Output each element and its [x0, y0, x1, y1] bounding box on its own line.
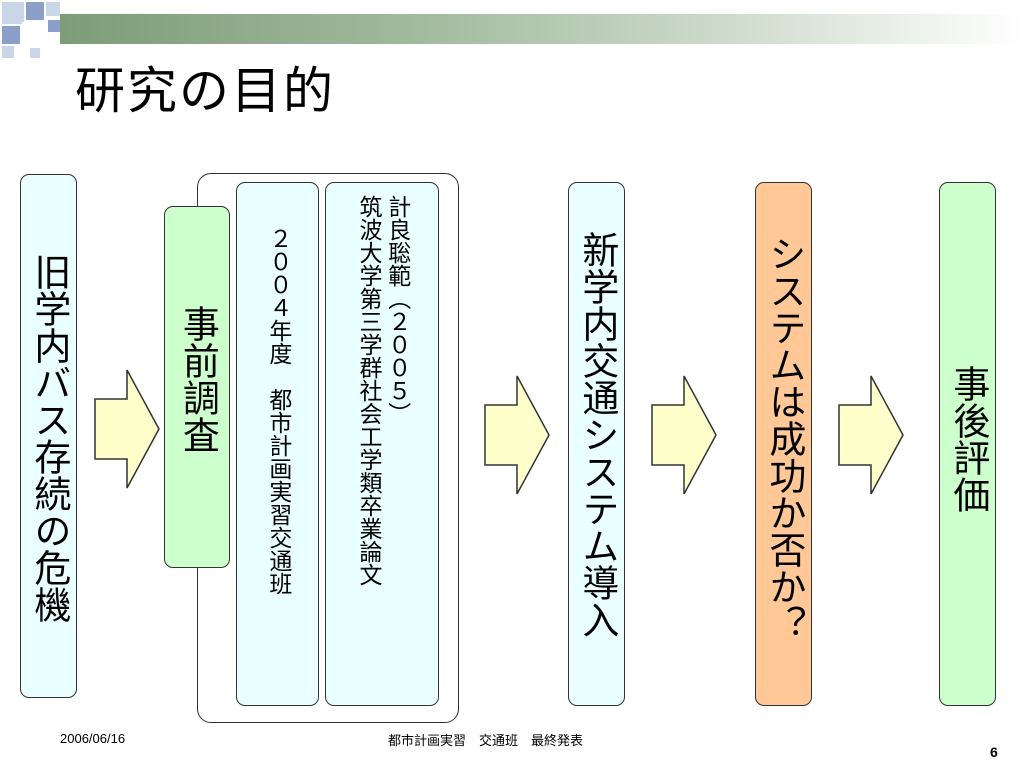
box-practicum: ２００４年度 都市計画実習交通班 [236, 182, 319, 706]
arrow-right-4 [838, 375, 904, 495]
box-thesis-label: 計良聡範（２００５） 筑波大学第三学群社会工学類卒業論文 [355, 195, 410, 586]
box-thesis: 計良聡範（２００５） 筑波大学第三学群社会工学類卒業論文 [325, 182, 439, 706]
box-practicum-label: ２００４年度 都市計画実習交通班 [264, 227, 291, 595]
box-pre-survey: 事前調査 [164, 206, 230, 568]
slide-page-number: 6 [990, 744, 998, 760]
header-squares-decoration [0, 0, 80, 60]
box-new-system: 新学内交通システム導入 [568, 182, 625, 706]
box-new-system-label: 新学内交通システム導入 [575, 231, 619, 638]
box-pre-survey-label: 事前調査 [176, 305, 220, 453]
header-decoration-bar [60, 14, 1024, 44]
box-post-evaluation: 事後評価 [939, 182, 996, 706]
footer-date: 2006/06/16 [60, 731, 126, 746]
box-success-question: システムは成功か否か？ [755, 182, 812, 706]
arrow-right-1 [94, 369, 160, 489]
box-crisis: 旧学内バス存続の危機 [20, 174, 77, 698]
box-post-evaluation-label: 事後評価 [946, 365, 990, 513]
arrow-right-2 [484, 375, 550, 495]
box-crisis-label: 旧学内バス存続の危機 [27, 253, 71, 623]
box-success-question-label: システムは成功か否か？ [762, 235, 806, 642]
arrow-right-3 [651, 375, 717, 495]
slide-title: 研究の目的 [75, 62, 335, 120]
footer-center-text: 都市計画実習 交通班 最終発表 [388, 733, 584, 748]
